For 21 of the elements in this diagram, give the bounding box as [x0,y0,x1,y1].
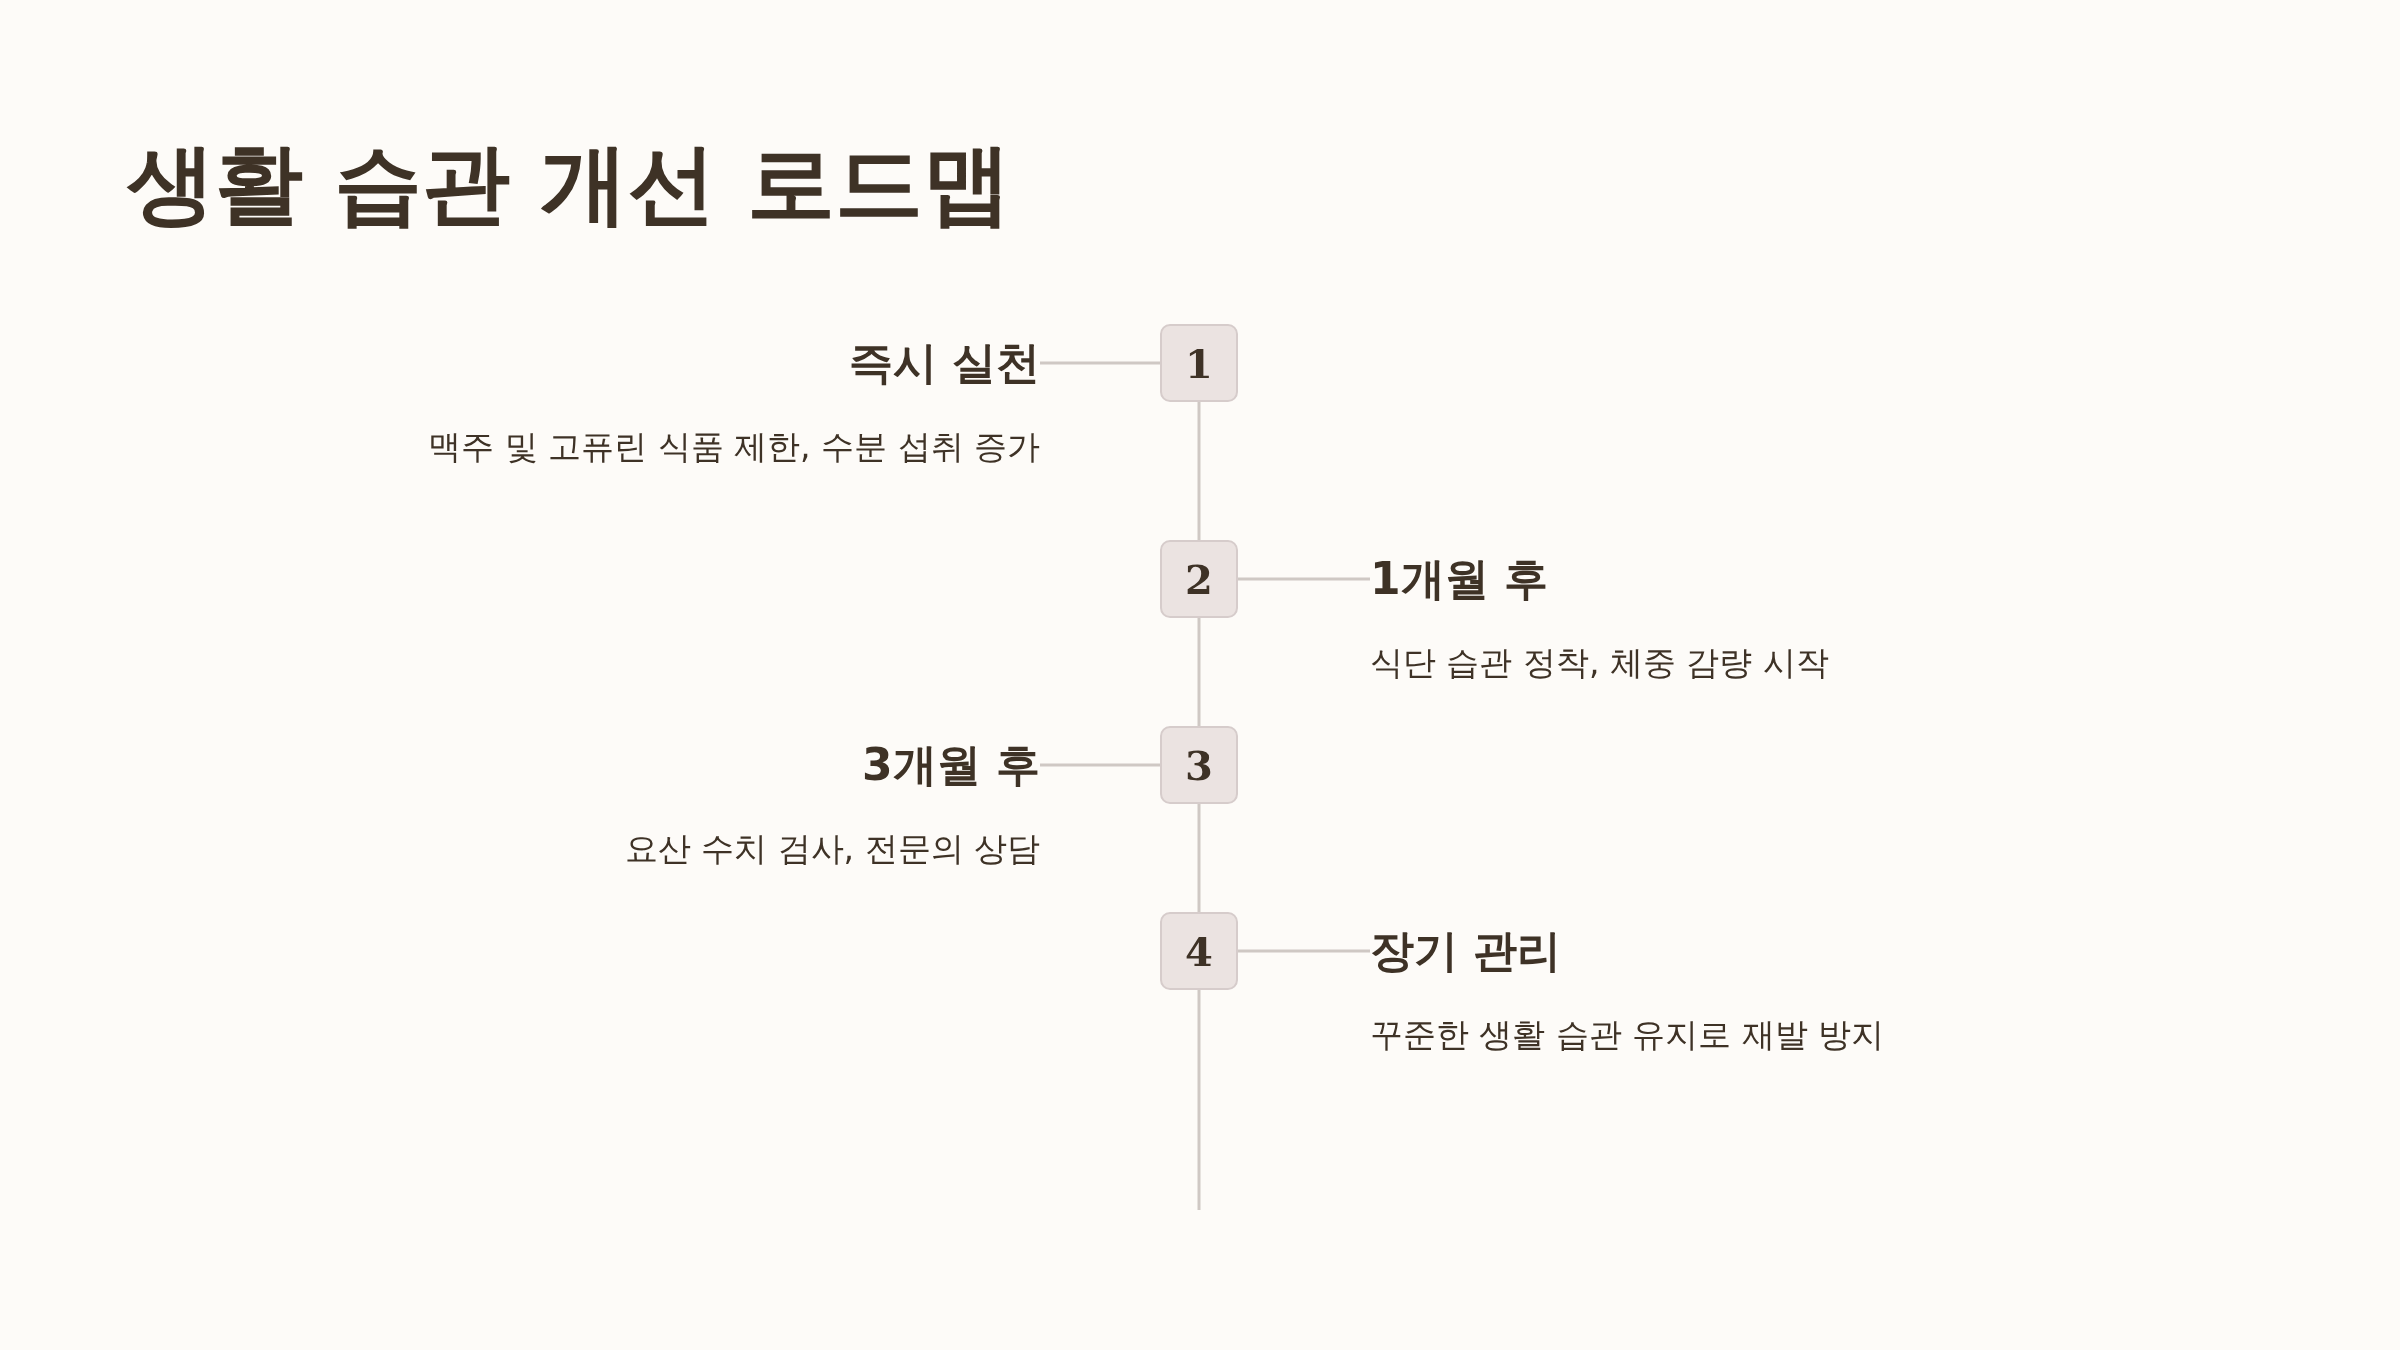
step-description: 식단 습관 정착, 체중 감량 시작 [1370,642,1829,684]
timeline-line [1197,618,1201,726]
step-heading: 즉시 실천 [848,336,1040,390]
step-number-box: 1 [1160,324,1238,402]
step-number-box: 2 [1160,540,1238,618]
connector-line [1238,577,1370,581]
step-description: 맥주 및 고퓨린 식품 제한, 수분 섭취 증가 [428,426,1040,468]
step-description: 요산 수치 검사, 전문의 상담 [624,828,1040,870]
step-description: 꾸준한 생활 습관 유지로 재발 방지 [1370,1014,1885,1056]
timeline-line [1197,402,1201,540]
timeline-line [1197,990,1201,1210]
step-heading: 1개월 후 [1370,552,1548,606]
step-heading: 3개월 후 [862,738,1040,792]
step-number-box: 4 [1160,912,1238,990]
step-number-box: 3 [1160,726,1238,804]
connector-line [1040,763,1160,767]
timeline-line [1197,804,1201,912]
connector-line [1040,361,1160,365]
step-heading: 장기 관리 [1370,924,1562,978]
title: 생활 습관 개선 로드맵 [127,131,1011,237]
connector-line [1238,949,1370,953]
